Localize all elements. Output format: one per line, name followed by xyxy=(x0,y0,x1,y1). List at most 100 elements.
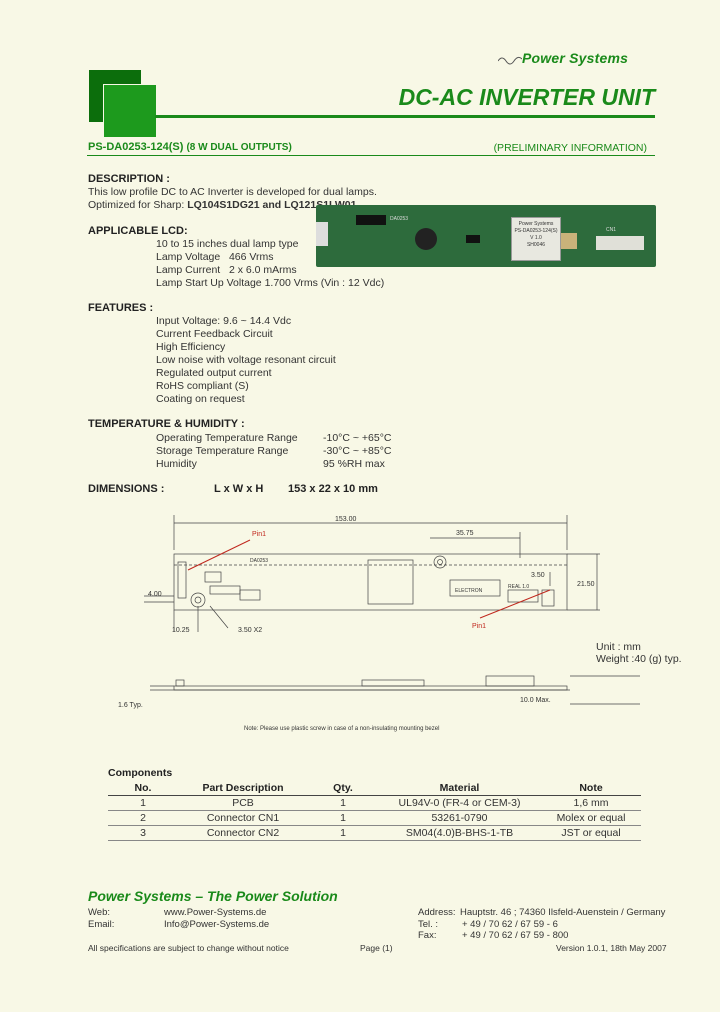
table-row: 1 PCB 1 UL94V-0 (FR-4 or CEM-3) 1,6 mm xyxy=(108,796,641,811)
temp-label: Operating Temperature Range xyxy=(156,432,298,444)
card-line: SH0046 xyxy=(526,242,546,248)
cell: 53261-0790 xyxy=(431,812,488,824)
footer-web-link[interactable]: www.Power-Systems.de xyxy=(164,907,267,918)
footer-address-label: Address: xyxy=(418,907,456,918)
unit-label: Unit : mm xyxy=(596,641,641,653)
title-rule xyxy=(155,115,655,118)
card-line: PS-DA0253-124(S) xyxy=(514,228,558,234)
cell: Connector CN1 xyxy=(206,812,280,824)
feature-item: Regulated output current xyxy=(156,367,272,379)
dim-h1: 3.50 xyxy=(531,572,545,579)
model-rule xyxy=(87,155,655,156)
cell: 1 xyxy=(140,797,146,809)
card-line: Power Systems xyxy=(518,221,554,227)
temp-value: 95 %RH max xyxy=(323,458,385,470)
temp-value: -10°C ~ +65°C xyxy=(323,432,392,444)
photo-cn-label: CN1 xyxy=(606,227,617,233)
cell: 1,6 mm xyxy=(573,797,609,809)
temperature-heading: TEMPERATURE & HUMIDITY : xyxy=(88,418,245,430)
cell: Connector CN2 xyxy=(206,827,280,839)
board-text: ELECTRON xyxy=(455,588,483,594)
footer-email-link[interactable]: Info@Power-Systems.de xyxy=(164,919,270,930)
cell: 2 xyxy=(140,812,146,824)
photo-inductor xyxy=(415,228,437,250)
footer-fax: + 49 / 70 62 / 67 59 - 800 xyxy=(462,930,569,941)
model-line: PS-DA0253-124(S) (8 W DUAL OUTPUTS) xyxy=(88,141,292,153)
dim-length: 153.00 xyxy=(335,516,357,523)
footer-tel: + 49 / 70 62 / 67 59 - 6 xyxy=(462,919,558,930)
table-row: 3 Connector CN2 1 SM04(4.0)B-BHS-1-TB JS… xyxy=(108,826,641,841)
applicable-lcd-heading: APPLICABLE LCD: xyxy=(88,225,188,237)
footer-tel-label: Tel. : xyxy=(418,919,439,930)
board-text: DA0253 xyxy=(250,558,268,564)
dim-typ-left: 1.6 Typ. xyxy=(118,702,143,709)
lcd-line: Lamp Start Up Voltage 1.700 Vrms (Vin : … xyxy=(156,277,385,289)
weight-label: Weight :40 (g) typ. xyxy=(596,653,682,665)
dim-hole: 3.50 X2 xyxy=(238,627,262,634)
pin1-label-left: Pin1 xyxy=(252,531,266,538)
cell: 1 xyxy=(340,797,346,809)
cell: 3 xyxy=(140,827,146,839)
photo-label-card: Power Systems PS-DA0253-124(S) V 1.0 SH0… xyxy=(511,217,561,261)
description-line1: This low profile DC to AC Inverter is de… xyxy=(88,186,377,198)
footer-address: Hauptstr. 46 ; 74360 Ilsfeld-Auenstein /… xyxy=(460,907,666,918)
footer-page: Page (1) xyxy=(360,943,393,953)
feature-item: Coating on request xyxy=(156,393,245,405)
pin1-label-right: Pin1 xyxy=(472,623,486,630)
cell: PCB xyxy=(232,797,254,809)
cell: JST or equal xyxy=(561,827,621,839)
cell: Molex or equal xyxy=(556,812,626,824)
photo-board-label: DA0253 xyxy=(390,216,409,222)
description-line2-models: LQ104S1DG21 and LQ121S1LW01 xyxy=(187,199,357,211)
feature-item: Current Feedback Circuit xyxy=(156,328,273,340)
model-number: PS-DA0253-124(S) xyxy=(88,141,184,153)
preliminary-note: (PRELIMINARY INFORMATION) xyxy=(493,142,647,154)
dim-h2: 21.50 xyxy=(577,581,595,588)
features-heading: FEATURES : xyxy=(88,302,154,314)
brand-wave-icon xyxy=(498,56,522,65)
page-title: DC-AC INVERTER UNIT xyxy=(398,84,655,110)
footer-web-label: Web: xyxy=(88,907,111,918)
lcd-line: Lamp Current 2 x 6.0 mArms xyxy=(156,264,297,276)
feature-item: Input Voltage: 9.6 ~ 14.4 Vdc xyxy=(156,315,292,327)
card-line: V 1.0 xyxy=(530,235,542,241)
col-qty: Qty. xyxy=(333,782,353,794)
logo-square-light xyxy=(103,84,157,138)
dimension-drawing: 153.00 35.75 3.50 21.50 4.00 10.25 3.50 … xyxy=(118,515,640,732)
dim-bottom-off: 10.25 xyxy=(172,627,190,634)
dimensions-lwh-label: L x W x H xyxy=(214,483,264,495)
col-no: No. xyxy=(134,782,152,794)
footer-title: Power Systems – The Power Solution xyxy=(88,888,338,904)
footer-fax-label: Fax: xyxy=(418,930,437,941)
brand-logo-text: Power Systems xyxy=(522,50,629,66)
table-row: 2 Connector CN1 1 53261-0790 Molex or eq… xyxy=(108,811,641,826)
temp-value: -30°C ~ +85°C xyxy=(323,445,392,457)
feature-item: High Efficiency xyxy=(156,341,226,353)
temp-label: Humidity xyxy=(156,458,197,470)
dim-typ-right: 10.0 Max. xyxy=(520,697,551,704)
lcd-line: 10 to 15 inches dual lamp type xyxy=(156,238,299,250)
dim-left-off: 4.00 xyxy=(148,591,162,598)
col-note: Note xyxy=(579,782,603,794)
description-line2-prefix: Optimized for Sharp: xyxy=(88,199,188,211)
cell: UL94V-0 (FR-4 or CEM-3) xyxy=(398,797,521,809)
feature-item: RoHS compliant (S) xyxy=(156,380,249,392)
photo-connector-right xyxy=(596,236,644,250)
model-sub: (8 W DUAL OUTPUTS) xyxy=(186,142,292,153)
components-heading: Components xyxy=(108,767,173,779)
cell: 1 xyxy=(340,827,346,839)
cell: SM04(4.0)B-BHS-1-TB xyxy=(405,827,514,839)
description-line2: Optimized for Sharp: LQ104S1DG21 and LQ1… xyxy=(88,199,356,212)
table-header-row: No. Part Description Qty. Material Note xyxy=(108,781,641,796)
temp-label: Storage Temperature Range xyxy=(156,445,289,457)
footer-disclaimer: All specifications are subject to change… xyxy=(88,943,289,953)
col-part: Part Description xyxy=(202,782,284,794)
photo-transformer xyxy=(561,233,577,249)
board-text: REAL 1.0 xyxy=(508,584,529,590)
lcd-line: Lamp Voltage 466 Vrms xyxy=(156,251,274,263)
footer-email-label: Email: xyxy=(88,919,115,930)
footer-version: Version 1.0.1, 18th May 2007 xyxy=(556,943,667,953)
dim-pitch: 35.75 xyxy=(456,530,474,537)
col-material: Material xyxy=(439,782,480,794)
dimensions-heading: DIMENSIONS : xyxy=(88,483,165,495)
